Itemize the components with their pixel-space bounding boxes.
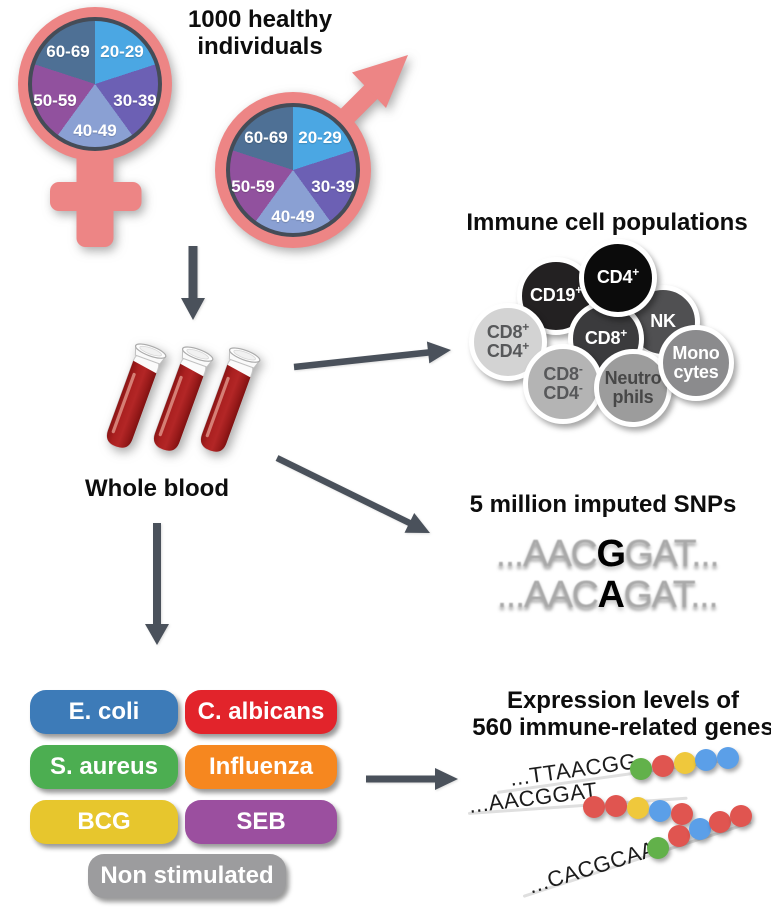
cell-circle-cd8cd4: CD8+CD4+ (469, 303, 547, 381)
cell-label-line: CD19+ (529, 283, 583, 306)
cohort-title-line2: individuals (197, 33, 323, 60)
snp-sequence-row: ...AACGGAT... (495, 533, 720, 575)
stimulus-pill-influenza: Influenza (185, 745, 337, 789)
gene-expression-dot-blue (717, 747, 739, 769)
age-group-label: 50-59 (33, 91, 77, 110)
cell-label-line: CD4+ (596, 265, 640, 288)
snp-prefix: ...AAC (496, 574, 599, 616)
arrow-stimuli-to-expression (366, 768, 458, 790)
gene-expression-dot-red (605, 795, 627, 817)
gene-expression-dot-yellow (627, 797, 649, 819)
female-age-pie-chart: 20-29 30-39 40-49 50-59 60-69 (28, 17, 162, 151)
age-group-label: 20-29 (100, 42, 144, 61)
arrow-blood-to-snps (275, 455, 430, 533)
cell-label-line: CD4- (543, 381, 583, 403)
expression-title-line2: 560 immune-related genes (472, 714, 771, 741)
blood-tubes-icon (100, 340, 262, 458)
gene-expression-dot-blue (649, 800, 671, 822)
snp-sequence-row: ...AACAGAT... (496, 574, 719, 616)
gene-expression-dot-blue (695, 749, 717, 771)
whole-blood-label: Whole blood (85, 475, 229, 502)
snp-variant-allele: A (597, 574, 625, 616)
expression-title-line1: Expression levels of (506, 687, 740, 714)
arrow-cohort-to-blood (181, 246, 205, 320)
stimulus-pill-bcg: BCG (30, 800, 178, 844)
stimulus-pill-c-albicans: C. albicans (185, 690, 337, 734)
age-group-label: 50-59 (231, 177, 275, 196)
immune-cells-title: Immune cell populations (466, 209, 748, 236)
gene-expression-dot-red (709, 811, 731, 833)
cohort-title-line1: 1000 healthy (187, 6, 333, 33)
male-age-pie-chart: 20-29 30-39 40-49 50-59 60-69 (226, 103, 360, 237)
stimulus-pill-non-stimulated: Non stimulated (88, 854, 286, 898)
cell-circle-cd4: CD4+ (579, 239, 657, 317)
cell-label-line: phils (612, 387, 654, 407)
gene-expression-dot-red (730, 805, 752, 827)
arrow-blood-to-stimuli (145, 523, 169, 645)
age-group-label: 30-39 (311, 177, 355, 196)
cohort-title: 1000 healthy individuals (188, 6, 332, 60)
age-group-label: 30-39 (113, 91, 157, 110)
cell-label-line: CD8- (543, 361, 583, 384)
stimulus-pill-e-coli: E. coli (30, 690, 178, 734)
snp-suffix: GAT... (623, 574, 719, 616)
age-group-label: 40-49 (271, 207, 315, 226)
stimulus-pill-s-aureus: S. aureus (30, 745, 178, 789)
gene-expression-dot-red (583, 796, 605, 818)
snp-prefix: ...AAC (495, 533, 598, 575)
cell-circle-cd8cd4: CD8-CD4- (523, 344, 603, 424)
cell-label-line: CD8+ (486, 319, 530, 342)
cell-label-line: cytes (673, 362, 719, 382)
cell-label-line: Mono (672, 342, 720, 363)
snp-suffix: GAT... (624, 533, 720, 575)
gene-expression-dot-red (652, 755, 674, 777)
age-group-label: 60-69 (46, 42, 90, 61)
gene-expression-dot-yellow (674, 752, 696, 774)
cell-label-line: CD8+ (584, 326, 628, 349)
gene-expression-dot-blue (689, 818, 711, 840)
cell-label-line: NK (650, 311, 676, 332)
snp-variant-allele: G (596, 533, 626, 575)
expression-title: Expression levels of 560 immune-related … (472, 687, 771, 741)
gene-expression-dot-red (671, 803, 693, 825)
gene-expression-dot-red (668, 825, 690, 847)
arrow-blood-to-cells (293, 341, 451, 371)
age-group-label: 20-29 (298, 128, 342, 147)
flow-arrows (145, 246, 458, 790)
snps-title: 5 million imputed SNPs (469, 491, 737, 518)
stimulus-pill-seb: SEB (185, 800, 337, 844)
gene-expression-dot-green (630, 758, 652, 780)
age-group-label: 40-49 (73, 121, 117, 140)
cell-label-line: Neutro (604, 367, 662, 388)
gene-expression-dot-green (647, 837, 669, 859)
age-group-label: 60-69 (244, 128, 288, 147)
cell-label-line: CD4+ (486, 339, 530, 361)
